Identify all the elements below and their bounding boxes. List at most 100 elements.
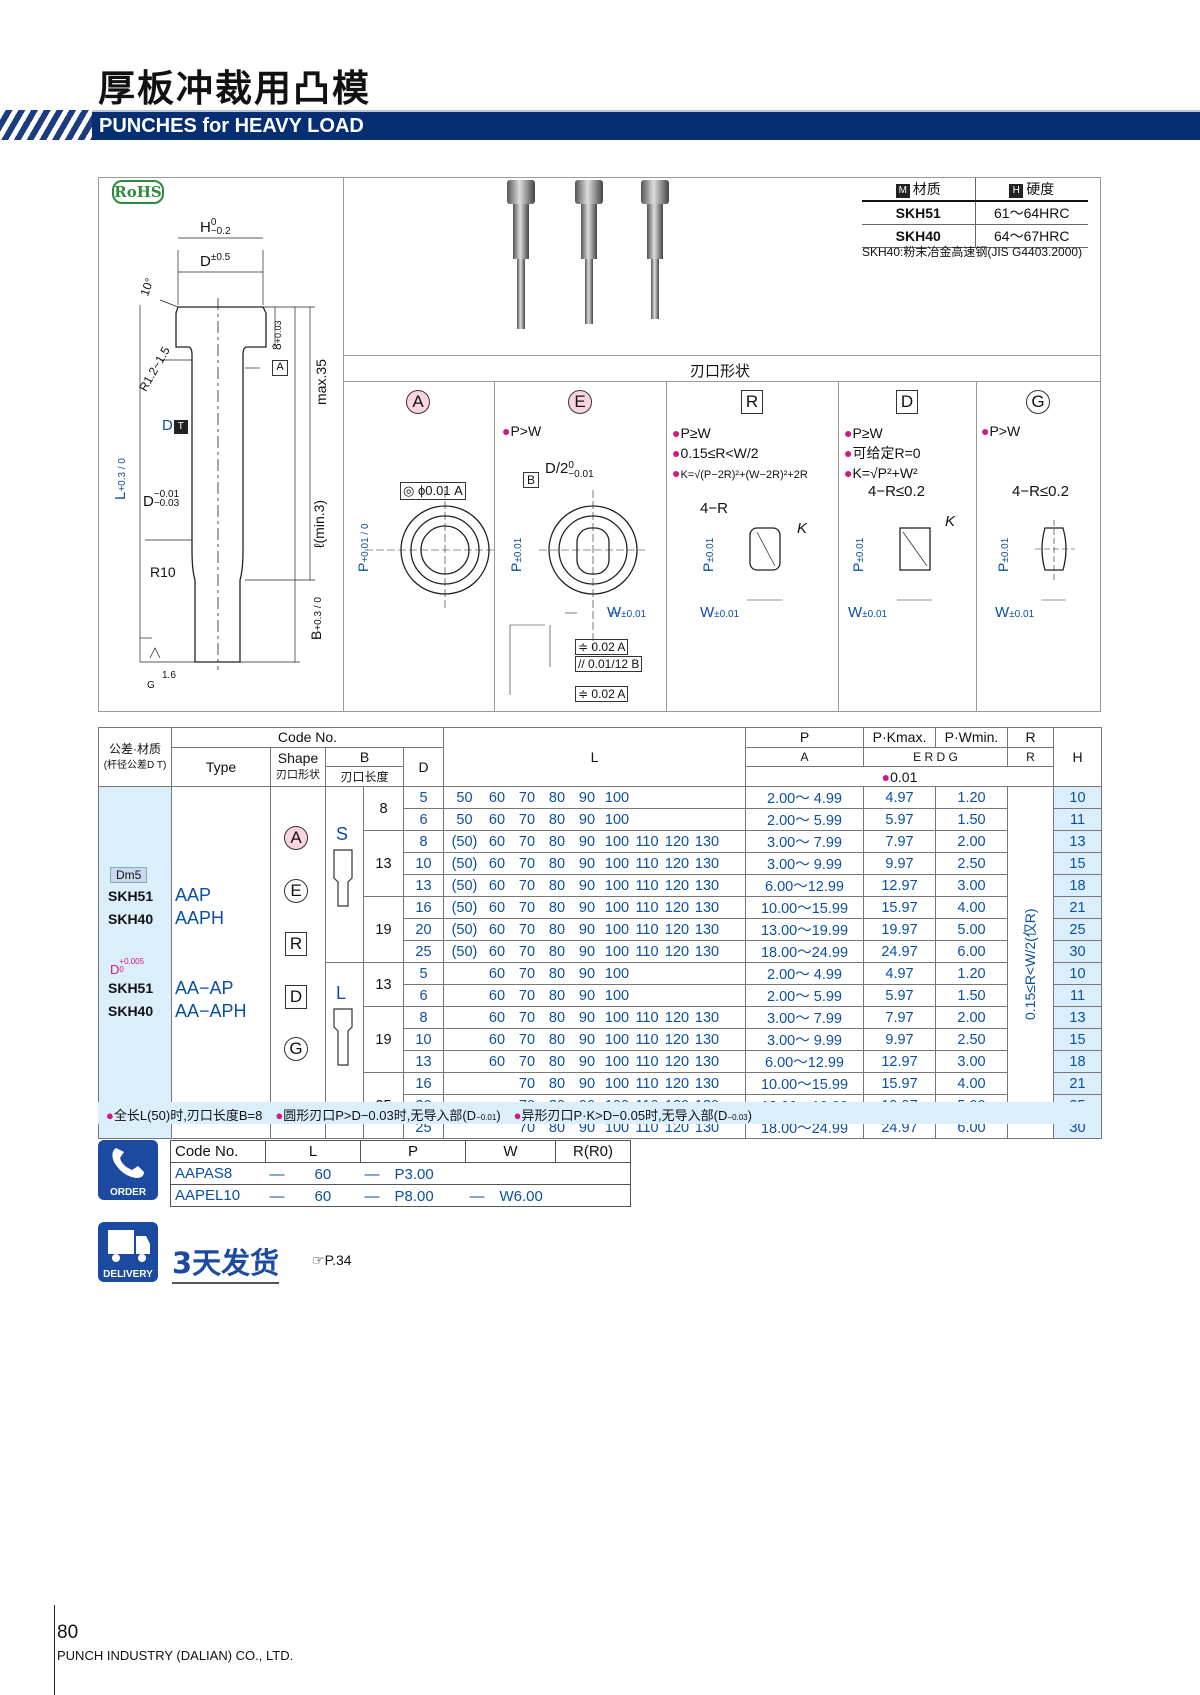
dim-P-G: P±0.01 — [995, 537, 1011, 572]
spec-cell: 18 — [1053, 874, 1102, 898]
length-value: 70 — [518, 965, 536, 982]
length-value: 130 — [694, 899, 720, 916]
length-value: 70 — [518, 1031, 536, 1048]
dim-K-D: K — [945, 513, 956, 530]
spec-cell: 15.97 — [863, 896, 936, 920]
length-value: 70 — [518, 943, 536, 960]
length-value: 100 — [604, 1053, 630, 1070]
spec-cell: 1.20 — [935, 962, 1008, 986]
spec-cell: 18 — [1053, 1050, 1102, 1074]
punch-dimension-drawing — [139, 237, 315, 670]
length-value: 130 — [694, 1031, 720, 1048]
length-value: 100 — [604, 921, 630, 938]
spec-cell: 16 — [403, 1072, 444, 1096]
spec-cell: 11 — [1053, 808, 1102, 832]
mat2: SKH40 — [108, 911, 154, 927]
length-value: 120 — [664, 921, 690, 938]
length-value: 90 — [578, 899, 596, 916]
spec-cell: 9.97 — [863, 852, 936, 876]
delivery-badge: DELIVERY — [98, 1222, 158, 1282]
length-value: 100 — [604, 833, 630, 850]
spec-cell: 4.00 — [935, 896, 1008, 920]
dim-W-R: W±0.01 — [700, 604, 740, 621]
gdt-E-3: ≑ 0.02 A — [575, 686, 629, 702]
spec-cell — [1007, 786, 1054, 1140]
spec-cell: 3.00～ 7.99 — [745, 830, 864, 854]
l-punch-icon — [333, 1008, 353, 1066]
length-value: 80 — [548, 789, 566, 806]
spec-cell: 2.00～ 4.99 — [745, 962, 864, 986]
type-S: S — [336, 824, 349, 844]
page-subtitle: PUNCHES for HEAVY LOAD — [99, 115, 364, 137]
length-value: 120 — [664, 899, 690, 916]
roughness-value: 1.6 — [162, 670, 176, 681]
spec-cell: 13 — [403, 874, 444, 898]
length-value: 110 — [635, 899, 659, 916]
spec-cell: 3.00～ 9.99 — [745, 1028, 864, 1052]
length-value: 130 — [694, 1075, 720, 1092]
spec-cell: 3.00～ 7.99 — [745, 1006, 864, 1030]
length-value: 100 — [604, 899, 630, 916]
length-value: 90 — [578, 1031, 596, 1048]
spec-cell: 18.00～24.99 — [745, 940, 864, 964]
length-value: 50 — [456, 789, 473, 806]
length-value: 80 — [548, 987, 566, 1004]
spec-cell: 25 — [403, 940, 444, 964]
length-value: 120 — [664, 1075, 690, 1092]
length-value: 60 — [488, 1031, 506, 1048]
length-value: 50 — [456, 811, 473, 828]
length-value: 90 — [578, 987, 596, 1004]
delivery-text: 3天发货 — [172, 1240, 280, 1284]
length-value: 110 — [635, 855, 659, 872]
spec-cell: 13 — [1053, 1006, 1102, 1030]
length-value: 110 — [635, 921, 659, 938]
type3: AA−AP — [175, 978, 234, 998]
length-value: 110 — [635, 1053, 659, 1070]
length-value: 100 — [604, 855, 630, 872]
length-value: 120 — [664, 943, 690, 960]
shape-A-label: A — [406, 390, 430, 414]
length-value: 100 — [604, 811, 630, 828]
length-value: 60 — [488, 987, 506, 1004]
tbl-shape-R: R — [285, 932, 307, 956]
mat1: SKH51 — [108, 888, 154, 904]
spec-cell: 8 — [403, 830, 444, 854]
mat4: SKH40 — [108, 1003, 154, 1019]
length-value: 130 — [694, 877, 720, 894]
spec-cell: 2.00～ 4.99 — [745, 786, 864, 810]
length-value: 70 — [518, 811, 536, 828]
divider — [343, 177, 344, 712]
length-value: 60 — [488, 899, 506, 916]
length-value: 130 — [694, 855, 720, 872]
cond-R: ●P≥W●0.15≤R<W/2●K=√(P−2R)²+(W−2R)²+2R — [672, 425, 808, 481]
spec-cell: 6 — [403, 984, 444, 1008]
length-value: 100 — [604, 1031, 630, 1048]
spec-cell: 13 — [363, 962, 404, 1008]
length-value: 90 — [578, 1009, 596, 1026]
spec-cell: 6.00～12.99 — [745, 874, 864, 898]
length-value: 100 — [604, 1075, 630, 1092]
length-value: 100 — [604, 965, 630, 982]
drawing-panel — [98, 177, 1101, 712]
rohs-badge: RoHS — [112, 180, 164, 204]
dim-P-R: P±0.01 — [700, 537, 716, 572]
spec-cell: 10.00～15.99 — [745, 896, 864, 920]
length-value: 70 — [518, 877, 536, 894]
length-value: 130 — [694, 833, 720, 850]
length-value: (50) — [451, 943, 478, 960]
length-value: 100 — [604, 943, 630, 960]
